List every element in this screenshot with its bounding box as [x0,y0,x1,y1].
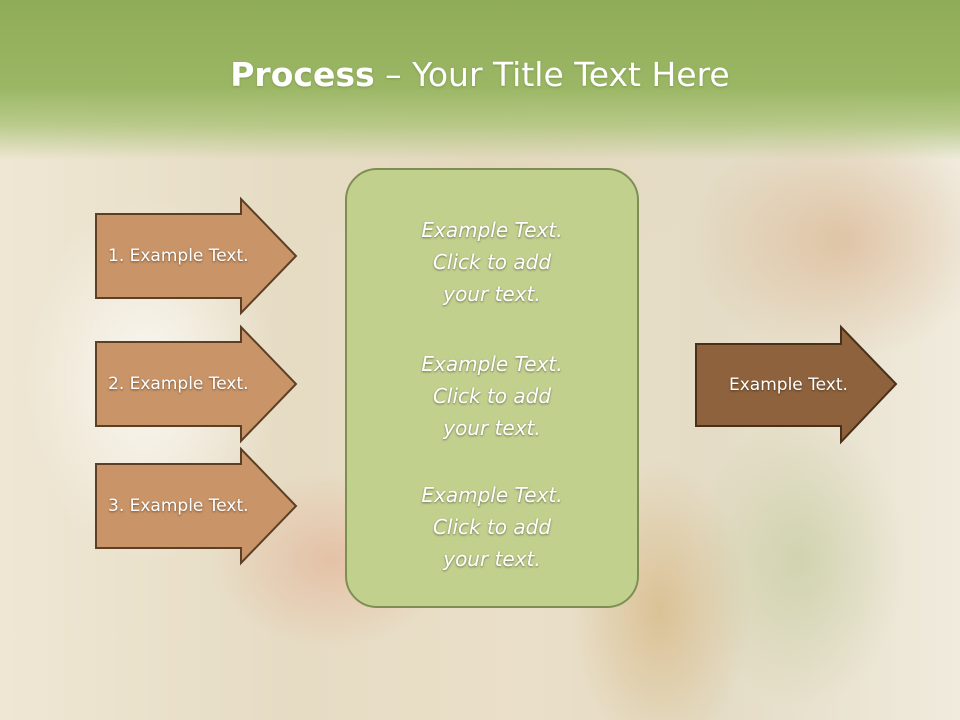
center-line: your text. [443,416,541,440]
title-bold: Process [230,55,375,94]
center-item-2: Example Text. Click to add your text. [347,348,637,444]
title-band [0,0,960,160]
result-label: Example Text. [729,375,848,395]
arrow-shape [95,446,298,566]
center-line: Click to add [432,250,552,274]
center-item-1: Example Text. Click to add your text. [347,214,637,310]
center-line: Example Text. [421,218,563,242]
center-line: your text. [443,282,541,306]
step-label: 1. Example Text. [108,246,249,266]
step-arrow-3[interactable]: 3. Example Text. [95,446,300,566]
step-label: 2. Example Text. [108,374,249,394]
step-arrow-1[interactable]: 1. Example Text. [95,196,300,316]
title-rest: – Your Title Text Here [374,55,730,94]
result-arrow[interactable]: Example Text. [695,324,900,445]
step-arrow-2[interactable]: 2. Example Text. [95,324,300,444]
step-label: 3. Example Text. [108,496,249,516]
slide-title[interactable]: Process – Your Title Text Here [0,52,960,98]
center-text-box[interactable]: Example Text. Click to add your text. Ex… [345,168,639,608]
arrow-shape [95,196,298,316]
center-line: Example Text. [421,483,563,507]
arrow-shape [95,324,298,444]
center-line: Click to add [432,515,552,539]
center-line: Click to add [432,384,552,408]
center-item-3: Example Text. Click to add your text. [347,479,637,575]
arrow-shape [695,324,898,445]
center-line: Example Text. [421,352,563,376]
center-line: your text. [443,547,541,571]
